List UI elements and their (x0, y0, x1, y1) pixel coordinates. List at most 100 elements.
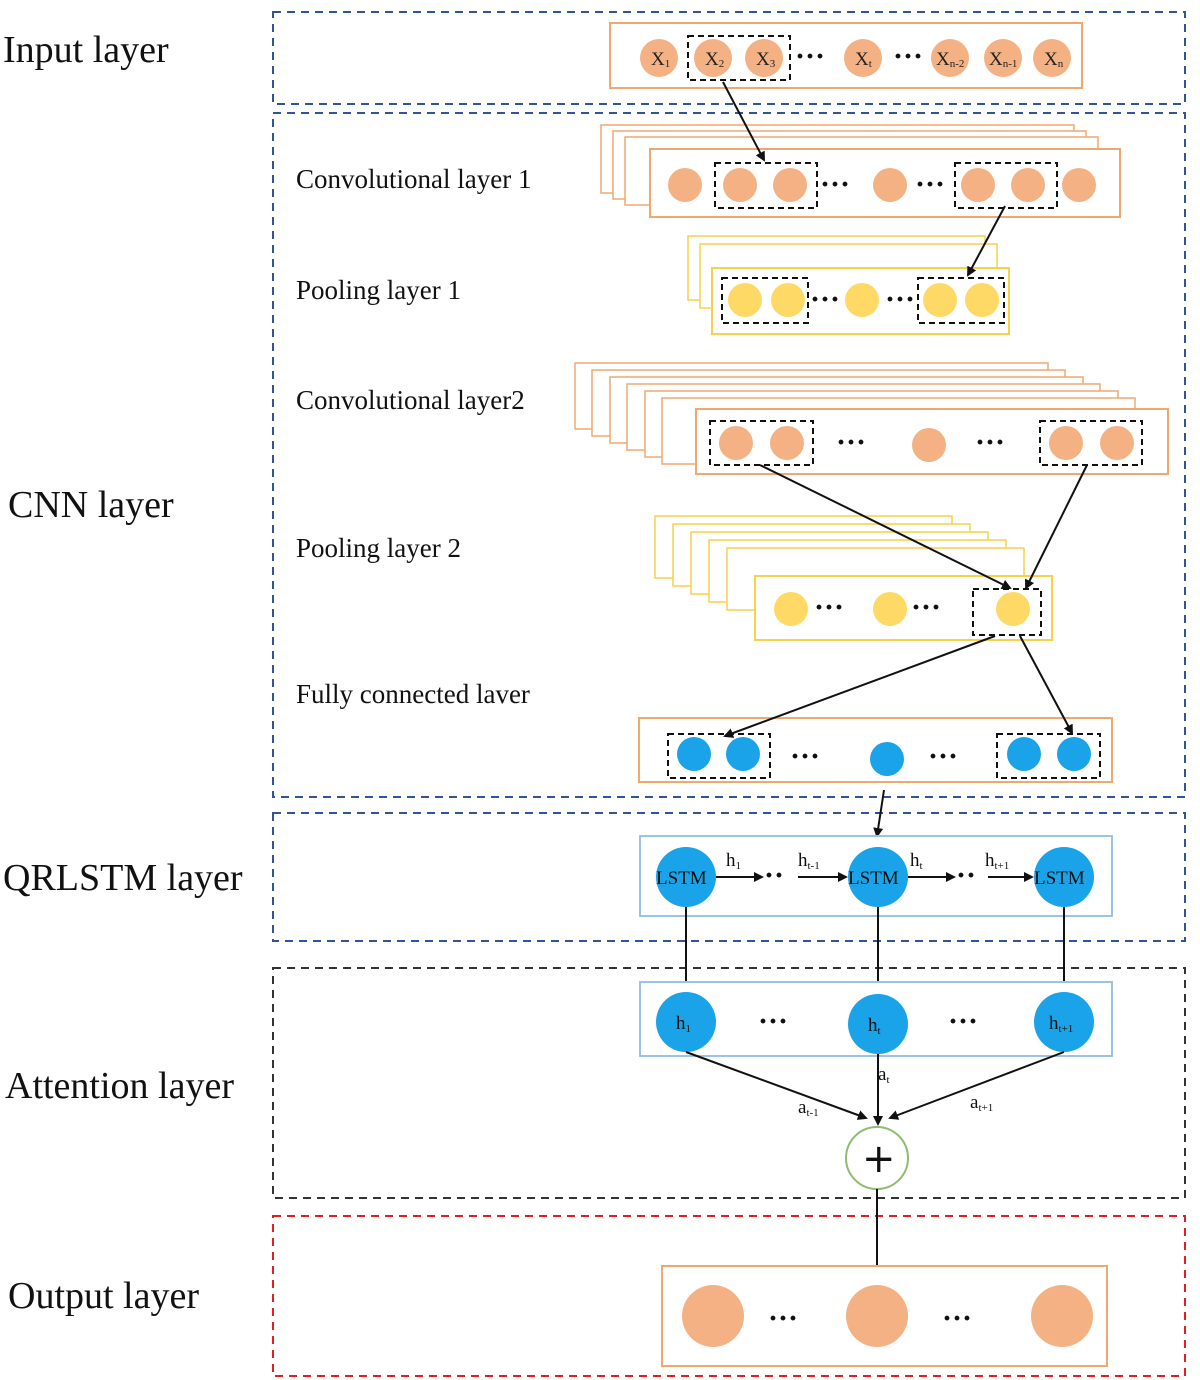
conv1-window-box (954, 162, 1058, 209)
svg-text:LSTM: LSTM (848, 868, 899, 889)
ellipsis: ··· (911, 591, 941, 624)
fc-label: Fully connected laver (296, 679, 530, 709)
qrlstm-layer: LSTM LSTM LSTM ·· ·· h1 ht-1 ht ht+1 (639, 835, 1113, 917)
ellipsis: ··· (795, 40, 825, 73)
fc-window-box (996, 733, 1101, 779)
cnn-arrows (722, 81, 1088, 838)
pool2-layer: ··· ··· (654, 515, 1053, 641)
conv2-node (1100, 426, 1134, 460)
cnn-section-box (272, 112, 1186, 798)
attention-layer: h1 ··· ht ··· ht+1 at-1 at at+1 + (639, 981, 1113, 1190)
ellipsis: ··· (915, 168, 945, 201)
pool1-node (923, 283, 957, 317)
pool1-node (965, 283, 999, 317)
ellipsis: ·· (764, 859, 784, 892)
fc-node (726, 737, 760, 771)
svg-text:+: + (862, 1136, 896, 1182)
ellipsis: ··· (758, 1005, 788, 1038)
ellipsis: ··· (975, 426, 1005, 459)
lstm-cell: LSTM (1034, 847, 1094, 907)
input-section-box (272, 11, 1186, 105)
conv2-window-box (1039, 420, 1143, 466)
lstm-cell: LSTM (848, 847, 908, 907)
conv1-node (1062, 168, 1096, 202)
pool2-label: Pooling layer 2 (296, 533, 461, 563)
ellipsis: ··· (948, 1005, 978, 1038)
pool1-label: Pooling layer 1 (296, 275, 461, 305)
sum-node: + (845, 1126, 909, 1190)
pool1-node (771, 283, 805, 317)
ellipsis: ··· (928, 740, 958, 773)
svg-text:LSTM: LSTM (1034, 868, 1085, 889)
cnn-layer-label: CNN layer (8, 484, 174, 526)
fc-node (1057, 737, 1091, 771)
ellipsis: ··· (768, 1302, 798, 1335)
conv1-layer: ··· ··· (600, 124, 1121, 218)
ellipsis: ··· (790, 740, 820, 773)
input-node: Xn (1033, 39, 1071, 77)
output-node (682, 1285, 744, 1347)
lstm-cell: LSTM (656, 847, 716, 907)
output-node (1031, 1285, 1093, 1347)
pool1-node (845, 283, 879, 317)
attention-weight-label: at+1 (970, 1092, 993, 1114)
input-node: Xn-2 (931, 39, 969, 77)
svg-text:LSTM: LSTM (656, 868, 707, 889)
ellipsis: ··· (893, 40, 923, 73)
qrlstm-section-box (272, 812, 1186, 942)
pool2-node (774, 592, 808, 626)
output-node (846, 1285, 908, 1347)
input-node: X3 (745, 39, 783, 77)
conv1-node (961, 168, 995, 202)
input-node: X1 (640, 39, 678, 77)
conv2-node (719, 426, 753, 460)
fc-node (1007, 737, 1041, 771)
svg-text:ht: ht (868, 1015, 881, 1037)
conv2-window-box (709, 420, 814, 466)
qrlstm-layer-label: QRLSTM layer (3, 857, 243, 899)
lstm-to-attention-arrows (681, 907, 1069, 992)
hidden-state-node: ht (848, 994, 908, 1054)
attention-section-box (272, 967, 1186, 1199)
attention-layer-label: Attention layer (5, 1065, 234, 1107)
conv1-node (773, 168, 807, 202)
pool1-window-box (721, 277, 809, 324)
ellipsis: ··· (814, 591, 844, 624)
fc-layer: ··· ··· (638, 717, 1113, 783)
conv2-node (770, 426, 804, 460)
pool2-node (873, 592, 907, 626)
pool2-node (996, 592, 1030, 626)
conv1-window-box (714, 162, 818, 209)
ellipsis: ··· (942, 1302, 972, 1335)
ellipsis: ··· (885, 283, 915, 316)
lstm-edge-label: ht (910, 850, 923, 872)
output-layer: ··· ··· (661, 1265, 1108, 1367)
fc-window-box (667, 733, 771, 779)
conv1-node (1011, 168, 1045, 202)
hidden-state-node: h1 (656, 992, 716, 1052)
conv2-layer: ··· ··· (574, 362, 1169, 475)
attention-weight-label: at (878, 1064, 890, 1086)
conv1-node (873, 168, 907, 202)
conv2-node (912, 428, 946, 462)
pool1-node (728, 283, 762, 317)
output-layer-label: Output layer (8, 1275, 199, 1317)
input-layer: X1 X2 X3 ··· Xt ··· Xn-2 Xn-1 Xn (609, 22, 1083, 89)
input-node: Xn-1 (984, 39, 1022, 77)
conv2-node (1049, 426, 1083, 460)
svg-text:Xt: Xt (855, 49, 872, 70)
fc-node (870, 742, 904, 776)
conv1-label: Convolutional layer 1 (296, 164, 531, 194)
pool1-window-box (917, 277, 1005, 324)
input-layer-label: Input layer (3, 29, 169, 71)
fc-node (677, 737, 711, 771)
input-window-box (687, 35, 791, 81)
ellipsis: ·· (956, 859, 976, 892)
input-node: Xt (844, 39, 882, 77)
ellipsis: ··· (810, 283, 840, 316)
ellipsis: ··· (820, 168, 850, 201)
ellipsis: ··· (836, 426, 866, 459)
hidden-state-node: ht+1 (1034, 992, 1094, 1052)
conv1-node (668, 168, 702, 202)
